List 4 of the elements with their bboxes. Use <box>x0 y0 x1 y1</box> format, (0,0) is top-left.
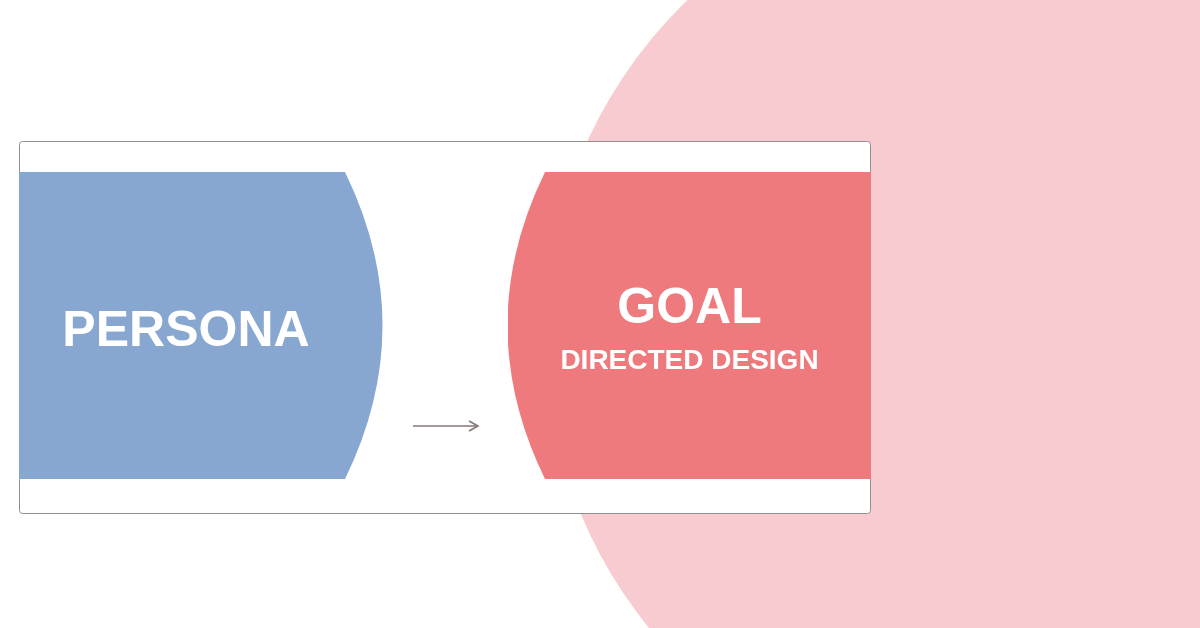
heading-text: GOAL <box>616 277 763 335</box>
heading-text: PERSONA <box>61 300 311 358</box>
subheading-text: DIRECTED DESIGN <box>559 344 820 376</box>
arrow <box>412 420 479 432</box>
